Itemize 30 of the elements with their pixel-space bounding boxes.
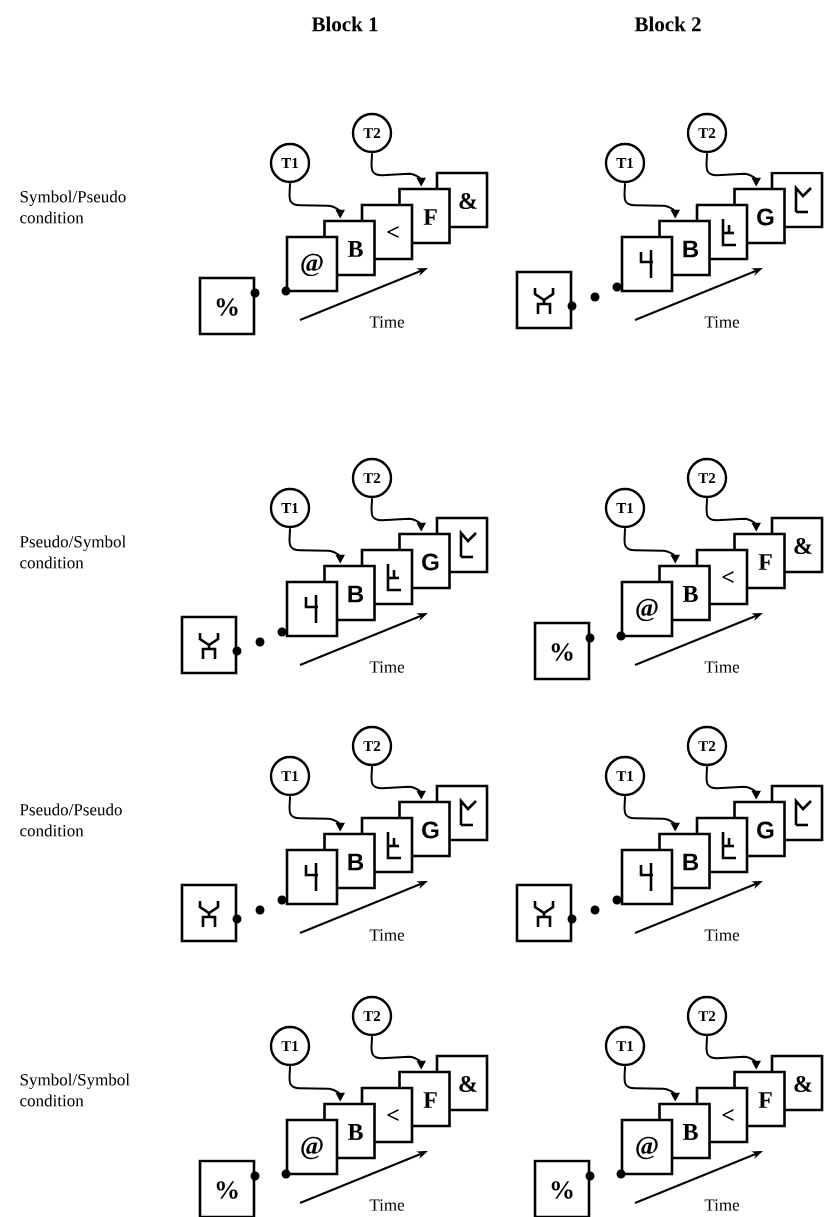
time-label: Time xyxy=(369,1199,405,1211)
time-label: Time xyxy=(369,929,405,941)
letter-card: % xyxy=(533,1159,591,1217)
time-label: Time xyxy=(369,316,405,328)
time-label: Time xyxy=(704,661,740,673)
letter-card: @ xyxy=(285,1118,339,1176)
letter-card: @ xyxy=(620,1118,674,1176)
pseudo-letter-card xyxy=(620,848,674,906)
letter-card: % xyxy=(198,276,256,336)
pseudo-letter-card xyxy=(285,580,339,638)
time-label: Time xyxy=(704,1199,740,1211)
letter-card: @ xyxy=(285,235,339,293)
column-heading: Block 1 xyxy=(311,16,378,32)
pseudo-letter-card xyxy=(180,615,238,675)
pseudo-letter-card xyxy=(620,235,674,293)
time-label: Time xyxy=(369,661,405,673)
pseudo-letter-card xyxy=(515,883,573,943)
pseudo-letter-card xyxy=(285,848,339,906)
condition-label: Pseudo/Symbol condition xyxy=(20,535,126,569)
letter-card: % xyxy=(533,621,591,681)
column-heading: Block 2 xyxy=(634,16,701,32)
letter-card: @ xyxy=(620,580,674,638)
letter-card: % xyxy=(198,1159,256,1217)
pseudo-letter-card xyxy=(180,883,238,943)
pseudo-letter-card xyxy=(515,270,573,330)
time-label: Time xyxy=(704,316,740,328)
condition-label: Symbol/Symbol condition xyxy=(20,1073,130,1107)
time-label: Time xyxy=(704,929,740,941)
condition-label: Symbol/Pseudo condition xyxy=(20,190,126,224)
condition-label: Pseudo/Pseudo condition xyxy=(20,803,122,837)
